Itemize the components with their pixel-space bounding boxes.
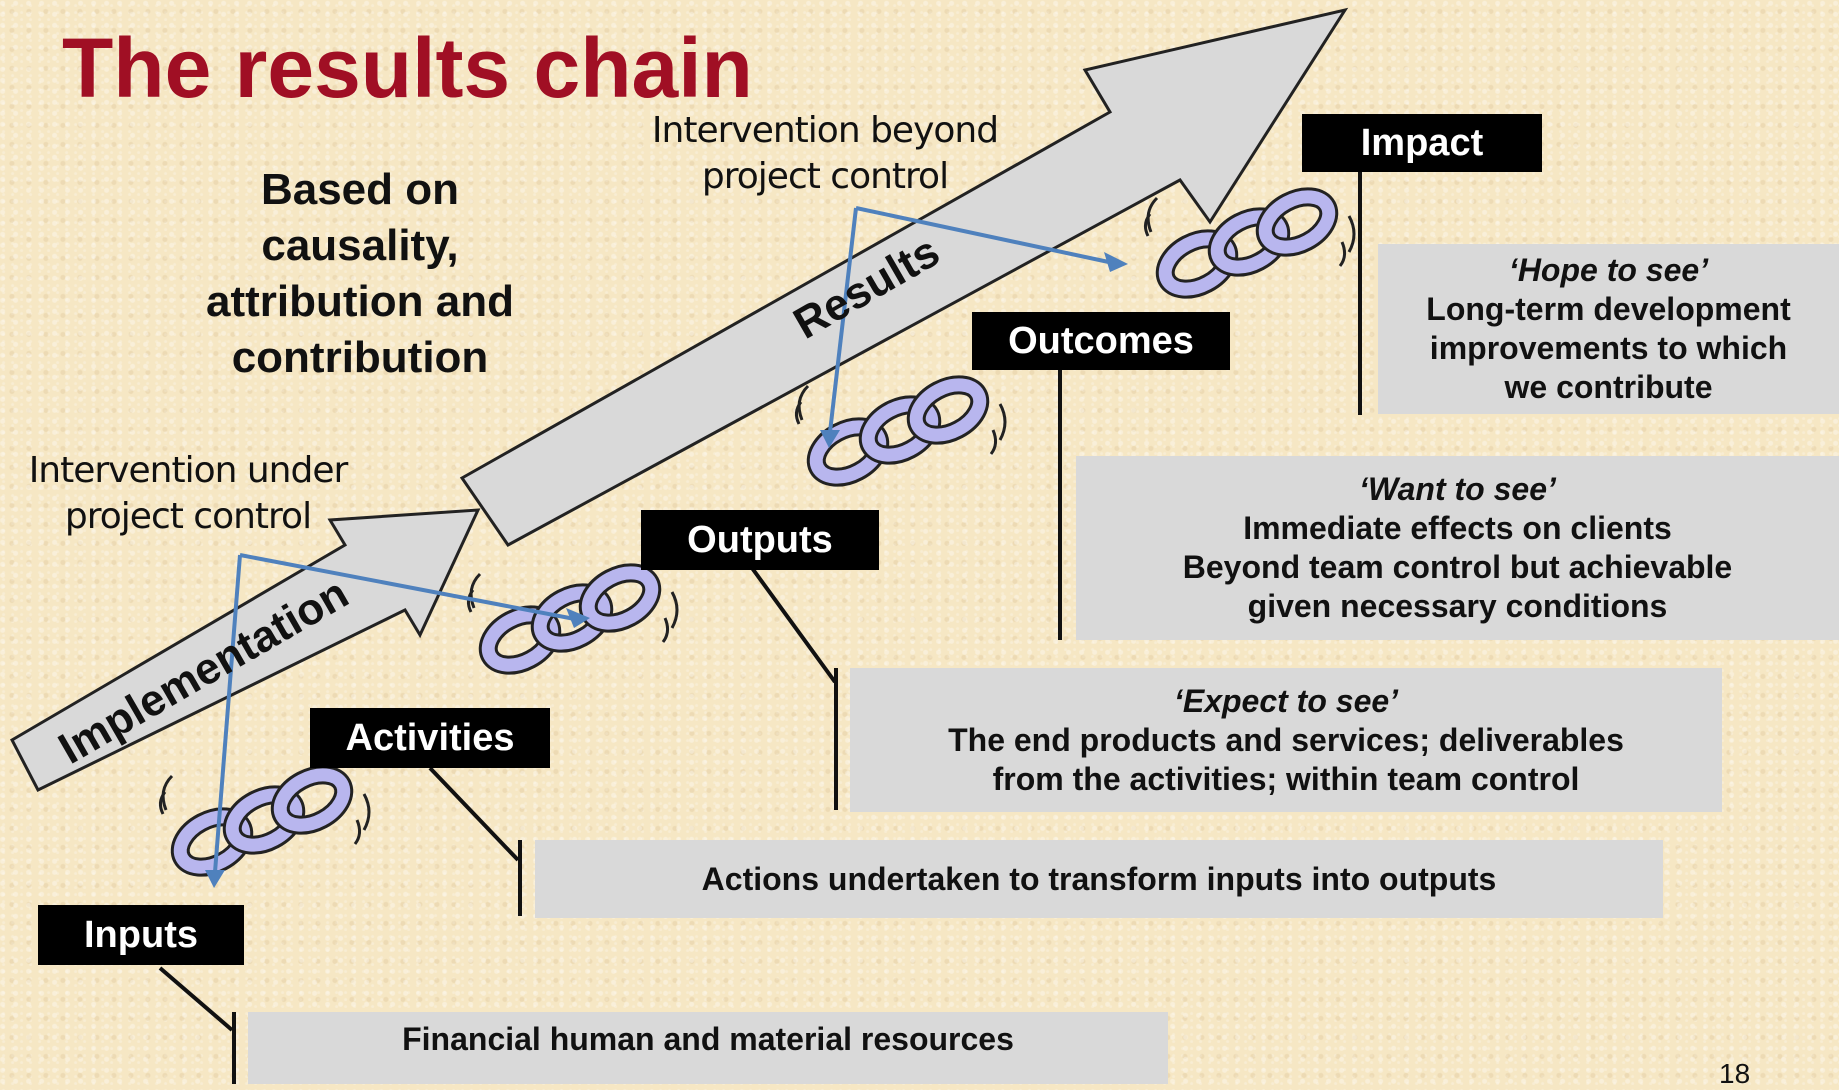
subtitle-line: contribution — [231, 333, 489, 382]
note-line: Intervention under — [28, 450, 349, 491]
stage-label-inputs: Inputs — [38, 905, 244, 965]
note-line: project control — [701, 156, 949, 197]
desc-line: improvements to which — [1429, 330, 1788, 366]
desc-line: Long-term development — [1426, 291, 1791, 327]
desc-line: The end products and services; deliverab… — [948, 721, 1624, 758]
note-line: project control — [64, 496, 312, 537]
subtitle-line: attribution and — [206, 277, 514, 326]
note-under-control: Intervention under project control — [28, 448, 349, 540]
desc-box-activities: Actions undertaken to transform inputs i… — [535, 840, 1663, 918]
desc-line: we contribute — [1504, 369, 1713, 405]
page-title: The results chain — [62, 21, 753, 115]
note-line: Intervention beyond — [651, 110, 999, 151]
pointer-lines-under-control — [205, 553, 590, 888]
desc-tagline: ‘Hope to see’ — [1508, 252, 1709, 288]
desc-line: from the activities; within team control — [992, 760, 1580, 797]
stage-label-activities: Activities — [310, 708, 550, 768]
subtitle: Based on causality, attribution and cont… — [160, 162, 560, 386]
stage-label-outputs: Outputs — [641, 510, 879, 570]
desc-box-inputs: Financial human and material resources — [248, 1012, 1168, 1084]
desc-line: Immediate effects on clients — [1243, 510, 1672, 546]
subtitle-line: Based on causality, — [260, 165, 460, 270]
connector-lines — [158, 172, 1362, 1084]
page-number: 18 — [1719, 1058, 1751, 1089]
chain-link-1 — [160, 765, 369, 878]
desc-line: Beyond team control but achievable — [1182, 549, 1733, 585]
stage-label-impact: Impact — [1302, 114, 1542, 172]
desc-line: Actions undertaken to transform inputs i… — [701, 860, 1497, 897]
stage-label-outcomes: Outcomes — [972, 312, 1230, 370]
desc-box-outputs: ‘Expect to see’ The end products and ser… — [850, 668, 1722, 812]
desc-tagline: ‘Expect to see’ — [1173, 682, 1399, 719]
note-beyond-control: Intervention beyond project control — [650, 108, 1000, 200]
results-arrow — [459, 7, 1349, 547]
desc-line: given necessary conditions — [1247, 588, 1668, 624]
chain-link-4 — [1145, 187, 1354, 300]
desc-box-impact: ‘Hope to see’ Long-term development impr… — [1378, 244, 1839, 414]
desc-box-outcomes: ‘Want to see’ Immediate effects on clien… — [1076, 456, 1839, 640]
desc-line: Financial human and material resources — [402, 1021, 1014, 1057]
desc-tagline: ‘Want to see’ — [1359, 471, 1556, 507]
pointer-lines-beyond-control — [820, 206, 1128, 448]
